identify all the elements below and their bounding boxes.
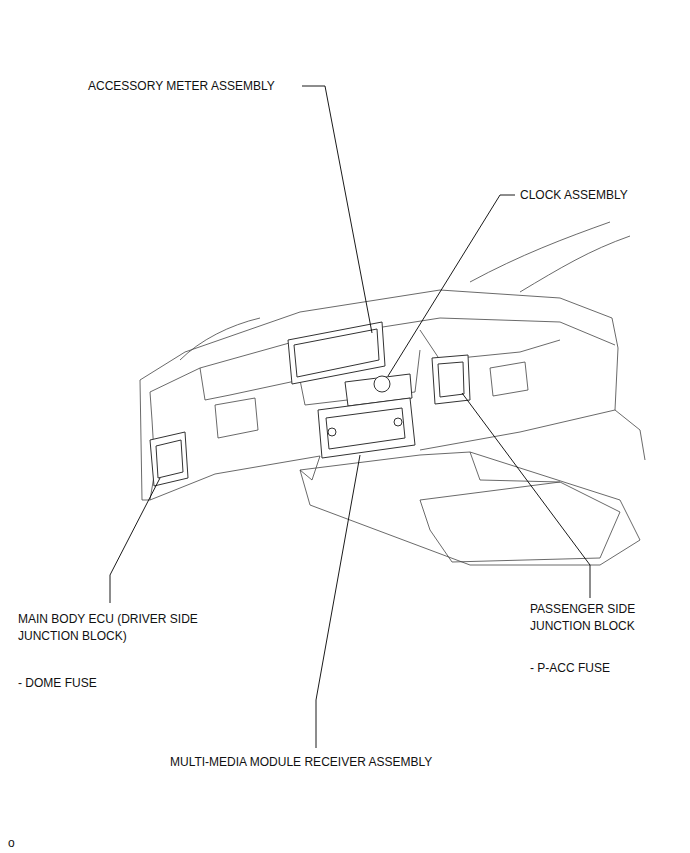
dashboard-outline — [140, 222, 645, 565]
part-label: o — [8, 835, 15, 852]
part-label: MULTI-MEDIA MODULE RECEIVER ASSEMBLY — [170, 754, 432, 771]
leader-lines — [110, 86, 590, 748]
part-label: ACCESSORY METER ASSEMBLY — [88, 78, 275, 95]
part-label: PASSENGER SIDE JUNCTION BLOCK — [530, 601, 680, 635]
part-label: CLOCK ASSEMBLY — [520, 187, 628, 204]
components — [150, 322, 470, 486]
part-label: - P-ACC FUSE — [530, 660, 610, 677]
part-label: - DOME FUSE — [18, 675, 97, 692]
part-label: MAIN BODY ECU (DRIVER SIDE JUNCTION BLOC… — [18, 611, 250, 645]
